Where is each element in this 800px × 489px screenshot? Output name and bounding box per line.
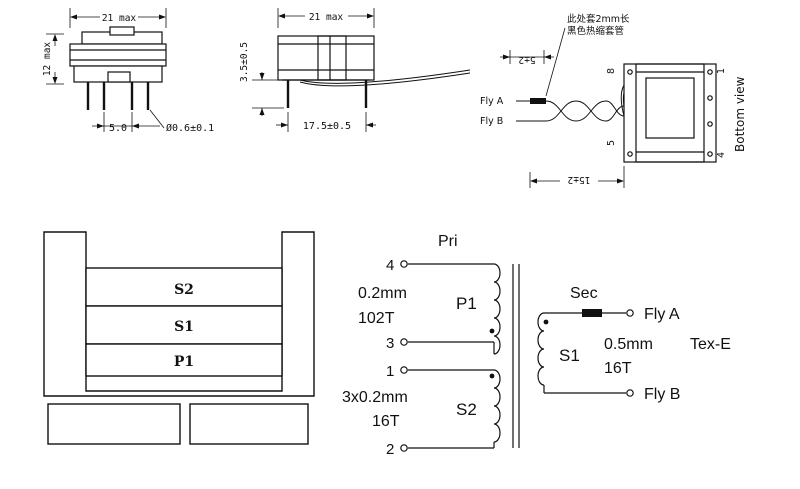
bottom-note-line1: 此处套2mm长 xyxy=(567,13,630,25)
p1-coil xyxy=(493,263,501,355)
layer-p1-label: P1 xyxy=(174,354,194,370)
layer-p1 xyxy=(85,343,283,377)
s2-dot xyxy=(489,373,495,379)
s1-coil xyxy=(537,312,545,386)
s1-turns: 16T xyxy=(604,360,632,377)
p1-turns: 102T xyxy=(358,310,395,327)
lower-core-left xyxy=(47,403,181,445)
sec-title: Sec xyxy=(570,285,598,302)
pin-3-label: 3 xyxy=(386,335,394,352)
bottom-pin-8: 8 xyxy=(606,68,617,74)
pin-3-terminal xyxy=(400,338,408,346)
front-pin-diameter-dim: Ø0.6±0.1 xyxy=(166,122,214,134)
winding-stack xyxy=(43,231,315,445)
layer-s1 xyxy=(85,305,283,345)
pin-4-terminal xyxy=(400,260,408,268)
lower-core-right xyxy=(189,403,309,445)
bottom-lead-a-label: Fly A xyxy=(480,96,504,107)
s1-dot xyxy=(543,319,549,325)
pin-2-terminal xyxy=(400,444,408,452)
s1-wire-type: Tex-E xyxy=(690,336,731,353)
s1-label: S1 xyxy=(559,346,580,365)
front-width-dim: 21 max xyxy=(102,13,137,24)
fly-a-label: Fly A xyxy=(644,306,680,323)
p1-dot xyxy=(489,328,495,334)
front-height-dim: 12 max xyxy=(42,42,53,77)
bottom-view xyxy=(500,27,717,188)
bottom-pin-4: 4 xyxy=(716,152,727,158)
s2-coil xyxy=(493,369,501,443)
s2-label: S2 xyxy=(456,400,477,419)
front-pitch-dim: 5.0 xyxy=(109,123,127,134)
bottom-note-line2: 黑色热缩套管 xyxy=(567,25,624,37)
p1-wire-size: 0.2mm xyxy=(358,285,407,302)
p1-label: P1 xyxy=(456,294,477,313)
pin-2-label: 2 xyxy=(386,441,394,458)
bottom-length-dim: 15±2 xyxy=(568,174,591,185)
front-view xyxy=(46,8,167,132)
sleeve-marker xyxy=(582,309,602,317)
s1-wire-size: 0.5mm xyxy=(604,336,653,353)
s2-wire-size: 3x0.2mm xyxy=(342,389,408,406)
bottom-sleeve-dim: 5±2 xyxy=(518,54,535,65)
fly-b-terminal xyxy=(626,389,634,397)
pin-1-label: 1 xyxy=(386,363,394,380)
side-lead-dim: 17.5±0.5 xyxy=(303,121,351,132)
pri-title: Pri xyxy=(438,233,458,250)
schematic xyxy=(400,260,634,452)
fly-b-label: Fly B xyxy=(644,386,680,403)
pin-1-terminal xyxy=(400,366,408,374)
side-view xyxy=(252,8,471,132)
bottom-pin-1: 1 xyxy=(716,68,727,74)
side-height-dim: 3.5±0.5 xyxy=(239,42,250,82)
s2-turns: 16T xyxy=(372,413,400,430)
side-width-dim: 21 max xyxy=(309,12,344,23)
layer-s2 xyxy=(85,267,283,307)
bottom-pin-5: 5 xyxy=(606,140,617,146)
pin-4-label: 4 xyxy=(386,257,394,274)
layer-s1-label: S1 xyxy=(174,319,194,335)
bottom-lead-b-label: Fly B xyxy=(480,116,503,127)
bottom-view-caption: Bottom view xyxy=(733,76,747,152)
layer-s2-label: S2 xyxy=(174,282,194,298)
fly-a-terminal xyxy=(626,309,634,317)
